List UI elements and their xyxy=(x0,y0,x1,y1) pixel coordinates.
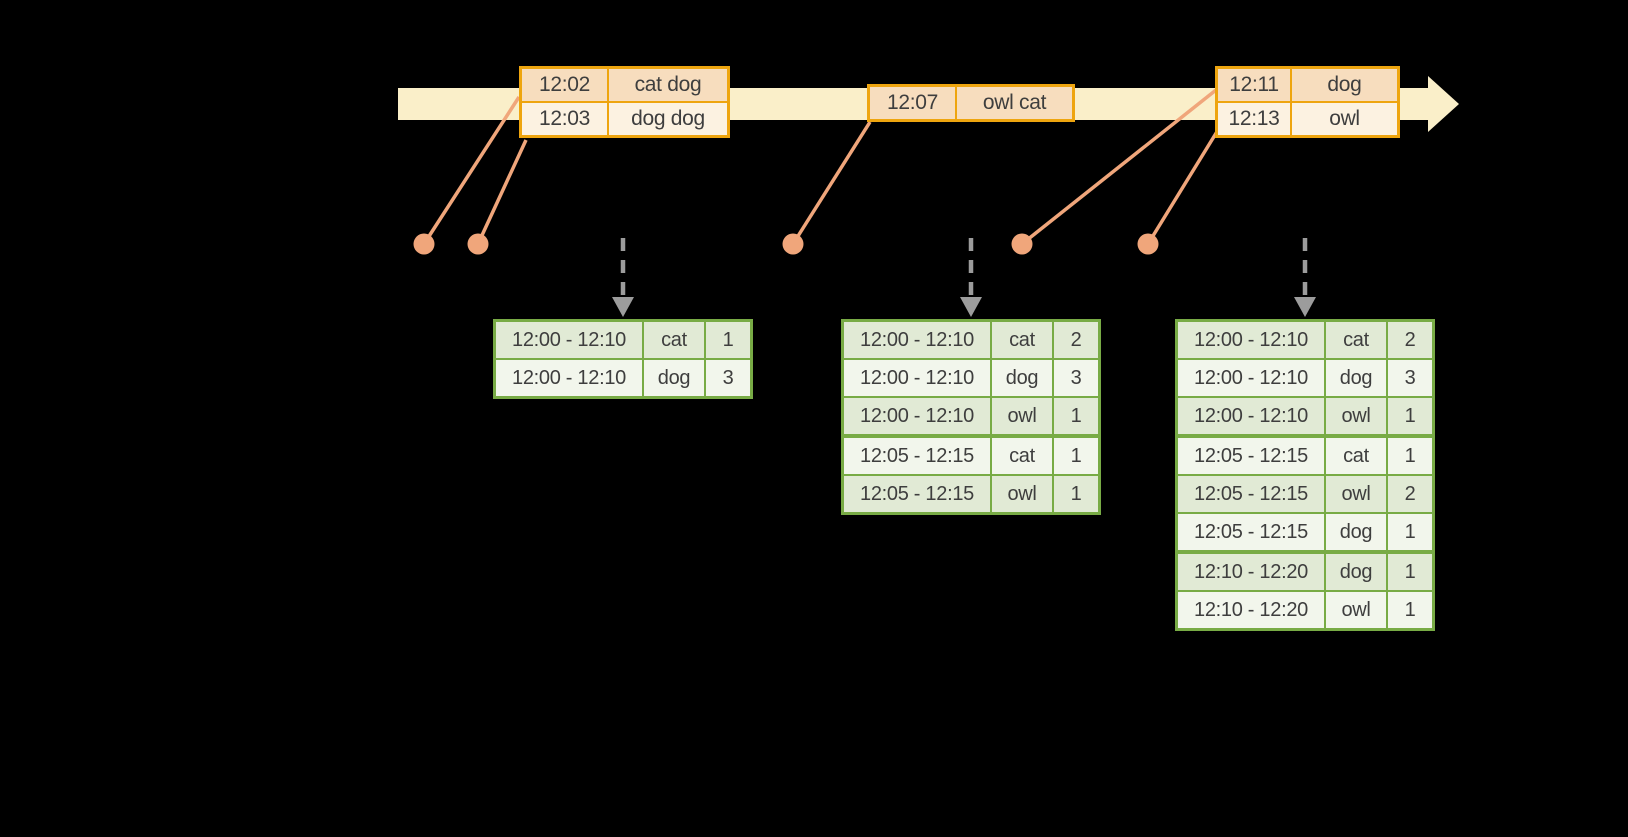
result-row: 12:05 - 12:15 cat 1 xyxy=(1178,438,1432,474)
down-arrow-icon xyxy=(960,238,982,317)
result-row: 12:00 - 12:10 dog 3 xyxy=(1178,360,1432,396)
event-row: 12:13 owl xyxy=(1218,103,1397,135)
count-cell: 1 xyxy=(1054,438,1098,474)
event-time-cell: 12:11 xyxy=(1218,69,1290,101)
event-connector-line xyxy=(1146,129,1220,245)
event-connector-line xyxy=(791,121,872,245)
result-row: 12:10 - 12:20 owl 1 xyxy=(1178,592,1432,628)
window-cell: 12:00 - 12:10 xyxy=(844,360,990,396)
count-cell: 1 xyxy=(1388,438,1432,474)
word-cell: dog xyxy=(992,360,1052,396)
event-row: 12:11 dog xyxy=(1218,69,1397,101)
count-cell: 1 xyxy=(1054,398,1098,434)
count-cell: 1 xyxy=(1388,514,1432,550)
event-time-cell: 12:02 xyxy=(522,69,607,101)
word-cell: cat xyxy=(992,438,1052,474)
event-dot xyxy=(1137,233,1159,255)
window-cell: 12:00 - 12:10 xyxy=(496,322,642,358)
count-cell: 3 xyxy=(706,360,750,396)
event-dot xyxy=(413,233,435,255)
result-row: 12:05 - 12:15 owl 2 xyxy=(1178,476,1432,512)
event-words-cell: dog xyxy=(1292,69,1397,101)
event-time-cell: 12:07 xyxy=(870,87,955,119)
count-cell: 1 xyxy=(1388,554,1432,590)
count-cell: 3 xyxy=(1388,360,1432,396)
result-table-3: 12:00 - 12:10 cat 2 12:00 - 12:10 dog 3 … xyxy=(1175,319,1435,631)
window-cell: 12:05 - 12:15 xyxy=(1178,438,1324,474)
window-cell: 12:10 - 12:20 xyxy=(1178,554,1324,590)
result-row: 12:05 - 12:15 dog 1 xyxy=(1178,514,1432,550)
window-cell: 12:00 - 12:10 xyxy=(844,322,990,358)
result-row: 12:05 - 12:15 cat 1 xyxy=(844,438,1098,474)
window-cell: 12:05 - 12:15 xyxy=(1178,476,1324,512)
down-arrow-icon xyxy=(1294,238,1316,317)
window-cell: 12:00 - 12:10 xyxy=(1178,398,1324,434)
event-connector-line xyxy=(1020,88,1218,246)
result-row: 12:00 - 12:10 cat 2 xyxy=(844,322,1098,358)
count-cell: 1 xyxy=(1388,592,1432,628)
event-dot xyxy=(467,233,489,255)
event-table-1: 12:02 cat dog 12:03 dog dog xyxy=(519,66,730,138)
window-cell: 12:10 - 12:20 xyxy=(1178,592,1324,628)
count-cell: 1 xyxy=(1388,398,1432,434)
window-cell: 12:05 - 12:15 xyxy=(1178,514,1324,550)
word-cell: owl xyxy=(992,476,1052,512)
event-words-cell: dog dog xyxy=(609,103,727,135)
result-row: 12:00 - 12:10 owl 1 xyxy=(1178,398,1432,434)
event-connector-line xyxy=(422,96,521,245)
result-row: 12:00 - 12:10 dog 3 xyxy=(496,360,750,396)
down-arrow-head xyxy=(960,297,982,317)
word-cell: cat xyxy=(1326,438,1386,474)
timeline-arrowhead-icon xyxy=(1428,76,1459,132)
result-row: 12:05 - 12:15 owl 1 xyxy=(844,476,1098,512)
event-table-3: 12:11 dog 12:13 owl xyxy=(1215,66,1400,138)
event-row: 12:02 cat dog xyxy=(522,69,727,101)
count-cell: 2 xyxy=(1388,322,1432,358)
word-cell: dog xyxy=(1326,514,1386,550)
word-cell: cat xyxy=(644,322,704,358)
window-cell: 12:05 - 12:15 xyxy=(844,476,990,512)
window-cell: 12:05 - 12:15 xyxy=(844,438,990,474)
event-words-cell: owl cat xyxy=(957,87,1072,119)
event-connector-line xyxy=(476,139,528,245)
word-cell: owl xyxy=(1326,592,1386,628)
window-cell: 12:00 - 12:10 xyxy=(1178,322,1324,358)
word-cell: owl xyxy=(992,398,1052,434)
result-row: 12:00 - 12:10 cat 1 xyxy=(496,322,750,358)
result-row: 12:10 - 12:20 dog 1 xyxy=(1178,554,1432,590)
word-cell: cat xyxy=(992,322,1052,358)
window-cell: 12:00 - 12:10 xyxy=(1178,360,1324,396)
word-cell: cat xyxy=(1326,322,1386,358)
event-row: 12:03 dog dog xyxy=(522,103,727,135)
count-cell: 1 xyxy=(706,322,750,358)
result-row: 12:00 - 12:10 owl 1 xyxy=(844,398,1098,434)
word-cell: dog xyxy=(1326,360,1386,396)
event-time-cell: 12:03 xyxy=(522,103,607,135)
result-row: 12:00 - 12:10 dog 3 xyxy=(844,360,1098,396)
word-cell: dog xyxy=(1326,554,1386,590)
event-words-cell: cat dog xyxy=(609,69,727,101)
count-cell: 3 xyxy=(1054,360,1098,396)
word-cell: owl xyxy=(1326,398,1386,434)
count-cell: 2 xyxy=(1054,322,1098,358)
window-cell: 12:00 - 12:10 xyxy=(496,360,642,396)
event-row: 12:07 owl cat xyxy=(870,87,1072,119)
down-arrow-head xyxy=(1294,297,1316,317)
word-cell: dog xyxy=(644,360,704,396)
result-table-2: 12:00 - 12:10 cat 2 12:00 - 12:10 dog 3 … xyxy=(841,319,1101,515)
event-time-cell: 12:13 xyxy=(1218,103,1290,135)
event-table-2: 12:07 owl cat xyxy=(867,84,1075,122)
count-cell: 2 xyxy=(1388,476,1432,512)
event-dot xyxy=(782,233,804,255)
event-words-cell: owl xyxy=(1292,103,1397,135)
down-arrow-head xyxy=(612,297,634,317)
window-cell: 12:00 - 12:10 xyxy=(844,398,990,434)
down-arrow-icon xyxy=(612,238,634,317)
word-cell: owl xyxy=(1326,476,1386,512)
result-table-1: 12:00 - 12:10 cat 1 12:00 - 12:10 dog 3 xyxy=(493,319,753,399)
event-dot xyxy=(1011,233,1033,255)
count-cell: 1 xyxy=(1054,476,1098,512)
result-row: 12:00 - 12:10 cat 2 xyxy=(1178,322,1432,358)
